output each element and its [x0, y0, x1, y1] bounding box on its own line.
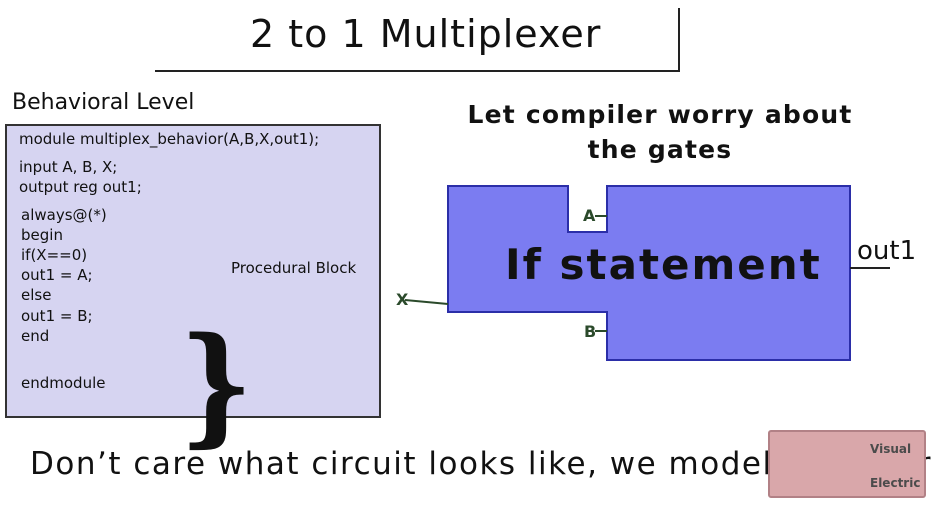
code-line: endmodule: [21, 374, 106, 392]
block-label: If statement: [505, 240, 822, 289]
title-divider: [678, 8, 680, 72]
code-line: out1 = A;: [21, 266, 93, 284]
logo-line: Visual: [870, 442, 912, 456]
output-label: out1: [857, 236, 917, 266]
code-line: module multiplex_behavior(A,B,X,out1);: [19, 130, 320, 148]
code-line: if(X==0): [21, 246, 88, 264]
pin-b-label: B: [584, 322, 597, 341]
compiler-heading: Let compiler worry about the gates: [440, 97, 880, 167]
code-line: output reg out1;: [19, 178, 142, 196]
section-label: Behavioral Level: [12, 90, 195, 115]
pin-a-label: A: [583, 206, 596, 225]
code-line: input A, B, X;: [19, 158, 118, 176]
pin-x-wire: [404, 299, 449, 305]
code-line: end: [21, 327, 50, 345]
heading-line: Let compiler worry about: [467, 100, 853, 129]
curly-brace-icon: }: [179, 310, 254, 460]
code-line: else: [21, 286, 52, 304]
code-line: out1 = B;: [21, 307, 93, 325]
heading-line: the gates: [587, 135, 733, 164]
logo-line: Electric: [870, 476, 921, 490]
code-line: begin: [21, 226, 63, 244]
visual-electric-logo: Visual Electric: [768, 430, 926, 498]
if-statement-block: [447, 185, 851, 361]
procedural-block-label: Procedural Block: [231, 259, 357, 277]
code-line: always@(*): [21, 206, 107, 224]
pin-x-label: X: [396, 290, 409, 309]
title-underline: [155, 70, 680, 72]
page-title: 2 to 1 Multiplexer: [250, 12, 602, 56]
code-block: module multiplex_behavior(A,B,X,out1); i…: [5, 124, 381, 449]
